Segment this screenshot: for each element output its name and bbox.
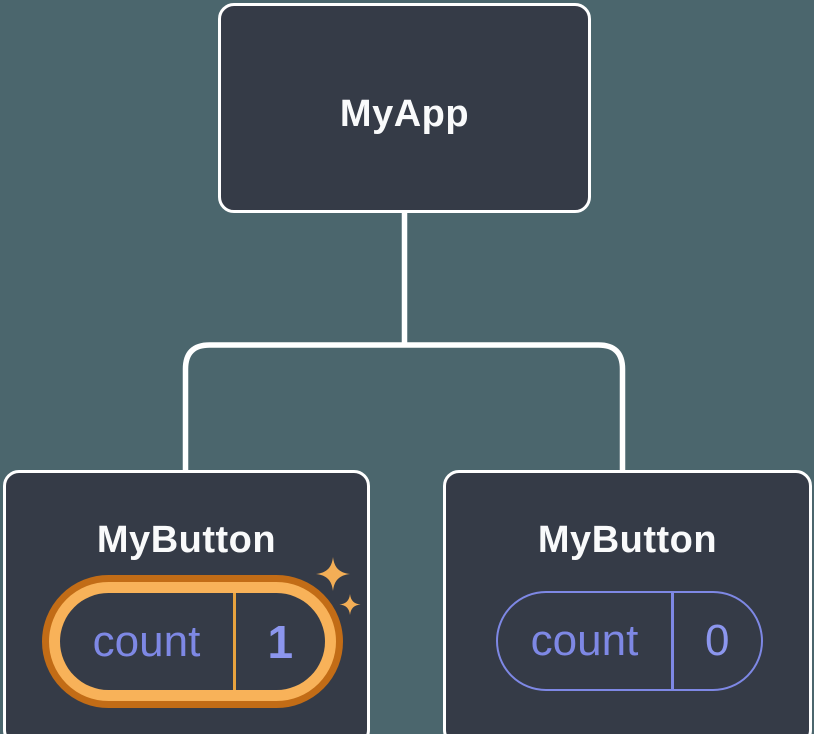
sparkle-small-icon — [339, 594, 361, 615]
state-badge: count 0 — [496, 591, 763, 691]
connector-branch — [182, 342, 626, 471]
node-label: MyButton — [537, 519, 718, 561]
node-mybutton-left: MyButton count 1 — [3, 470, 370, 734]
state-value: 1 — [267, 615, 294, 668]
node-label: MyApp — [339, 93, 470, 135]
node-label: MyButton — [96, 519, 277, 561]
state-badge: count 1 — [60, 593, 325, 690]
sparkles-icon — [316, 557, 361, 615]
state-badge-divider — [671, 593, 674, 689]
state-badge-divider — [233, 593, 236, 690]
sparkle-large-icon — [316, 557, 351, 592]
state-badge-highlight-ring: count 1 — [42, 575, 343, 708]
node-myapp: MyApp — [218, 3, 591, 213]
state-key-label: count — [92, 616, 201, 666]
state-value: 0 — [705, 616, 730, 665]
node-mybutton-right: MyButton count 0 — [443, 470, 812, 734]
state-key-label: count — [530, 616, 639, 665]
